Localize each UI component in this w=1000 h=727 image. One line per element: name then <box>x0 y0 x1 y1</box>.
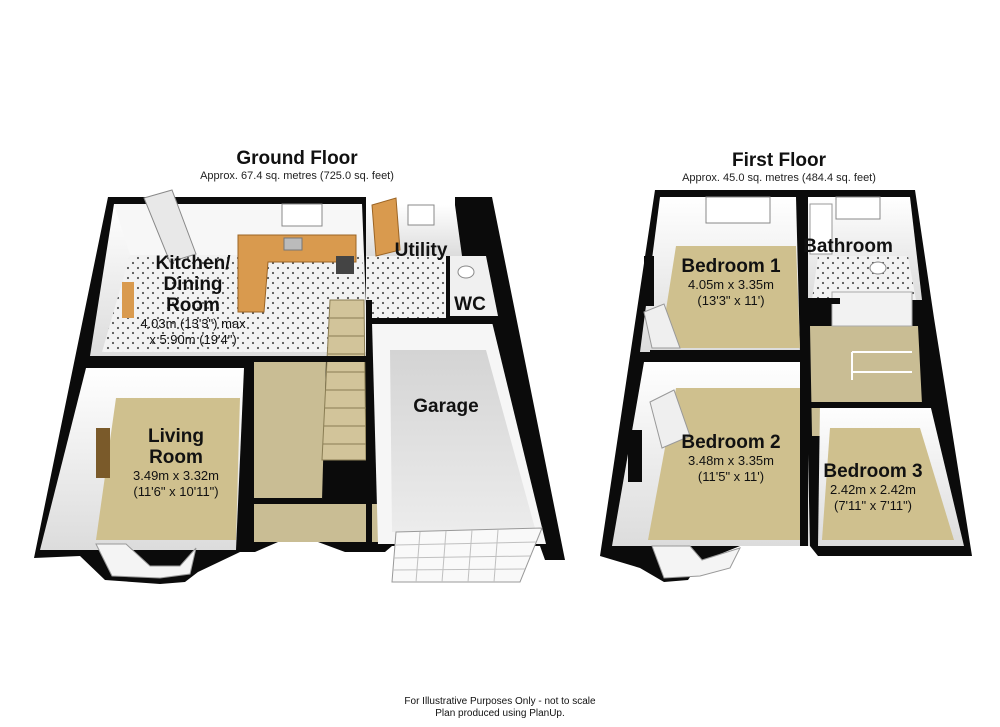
kitchen-name-line1: Kitchen/ <box>155 253 231 274</box>
bedroom1-name: Bedroom 1 <box>681 256 781 277</box>
wc-name: WC <box>454 294 486 315</box>
bedroom1-wardrobe <box>643 303 681 349</box>
living-room-carpet <box>96 398 240 540</box>
first-floor-label: First Floor Approx. 45.0 sq. metres (484… <box>664 150 894 184</box>
kitchen-dim-line2: x 5.90m (19'4") <box>149 332 237 347</box>
bedroom3-name: Bedroom 3 <box>823 461 923 482</box>
garage-name: Garage <box>413 396 479 417</box>
garage-floor <box>390 350 536 532</box>
first-floor-plan <box>600 190 972 582</box>
bedroom1-dim-line2: (13'3" x 11') <box>697 293 765 308</box>
bath-tub <box>809 203 833 255</box>
ground-floor-area: Approx. 67.4 sq. metres (725.0 sq. feet) <box>200 170 394 182</box>
hall-floor <box>254 360 326 500</box>
bathroom-floor <box>812 256 916 300</box>
dining-table <box>122 282 134 318</box>
garage-door <box>391 527 543 583</box>
kitchen-sink <box>283 237 303 251</box>
kitchen-floor <box>102 255 368 352</box>
plan-footer: For Illustrative Purposes Only - not to … <box>350 696 650 720</box>
utility-label: Utility <box>376 240 466 261</box>
bedroom3-dim-line1: 2.42m x 2.42m <box>830 482 916 497</box>
bedroom2-name: Bedroom 2 <box>681 432 781 453</box>
living-bay-window <box>95 543 197 579</box>
bathroom-name: Bathroom <box>803 236 893 257</box>
bathroom-window <box>835 196 881 220</box>
kitchen-hob <box>336 256 354 274</box>
garage-label: Garage <box>396 396 496 417</box>
wc-label: WC <box>440 294 500 315</box>
living-name-line1: Living <box>148 426 204 447</box>
kitchen-dim-line1: 4.03m (13'3") max <box>140 316 246 331</box>
airing-cupboard <box>831 291 913 327</box>
bedroom1-label: Bedroom 1 4.05m x 3.35m (13'3" x 11') <box>656 256 806 309</box>
utility-window <box>407 204 435 226</box>
bedroom3-carpet <box>822 428 954 540</box>
landing-banister <box>851 351 912 380</box>
bedroom2-dim-line1: 3.48m x 3.35m <box>688 453 774 468</box>
fireplace <box>96 428 110 478</box>
living-name-line2: Room <box>149 447 203 468</box>
footer-credit: Plan produced using PlanUp. <box>435 708 565 719</box>
ground-floor-internal-walls <box>86 256 494 552</box>
ground-floor-title: Ground Floor <box>236 148 358 169</box>
kitchen-patio-door <box>143 189 197 263</box>
wc-toilet <box>457 265 475 279</box>
utility-door <box>371 197 401 257</box>
kitchen-name-line3: Room <box>166 295 220 316</box>
footer-disclaimer: For Illustrative Purposes Only - not to … <box>404 696 596 707</box>
living-dim-line2: (11'6" x 10'11") <box>133 484 219 499</box>
bathroom-label: Bathroom <box>786 236 910 257</box>
first-floor-internal-walls <box>628 190 936 546</box>
bathroom-basin <box>869 261 887 275</box>
ground-floor-label: Ground Floor Approx. 67.4 sq. metres (72… <box>182 148 412 182</box>
bedroom2-label: Bedroom 2 3.48m x 3.35m (11'5" x 11') <box>656 432 806 485</box>
utility-floor <box>366 256 450 320</box>
bedroom2-wardrobe <box>649 389 691 449</box>
first-floor-area: Approx. 45.0 sq. metres (484.4 sq. feet) <box>682 172 876 184</box>
bedroom3-dim-line2: (7'11" x 7'11") <box>833 498 913 513</box>
living-room-label: Living Room 3.49m x 3.32m (11'6" x 10'11… <box>96 426 256 500</box>
bedroom2-dim-line2: (11'5" x 11') <box>697 469 765 484</box>
bedroom2-carpet <box>648 388 808 540</box>
kitchen-name-line2: Dining <box>163 274 223 295</box>
kitchen-label: Kitchen/ Dining Room 4.03m (13'3") max x… <box>108 253 278 348</box>
first-floor-title: First Floor <box>732 150 826 171</box>
bedroom1-carpet <box>660 246 800 348</box>
ground-floor-plan <box>34 189 565 584</box>
bedroom3-label: Bedroom 3 2.42m x 2.42m (7'11" x 7'11") <box>806 461 940 514</box>
staircase <box>321 299 367 461</box>
kitchen-window <box>281 203 323 227</box>
kitchen-worktop <box>237 234 357 313</box>
living-dim-line1: 3.49m x 3.32m <box>133 468 219 483</box>
bedroom1-dim-line1: 4.05m x 3.35m <box>688 277 774 292</box>
stair-treads <box>323 317 366 445</box>
porch-floor <box>254 504 380 542</box>
bedroom2-bay-window <box>651 545 741 579</box>
utility-name: Utility <box>394 240 448 261</box>
bedroom1-window <box>705 196 771 224</box>
